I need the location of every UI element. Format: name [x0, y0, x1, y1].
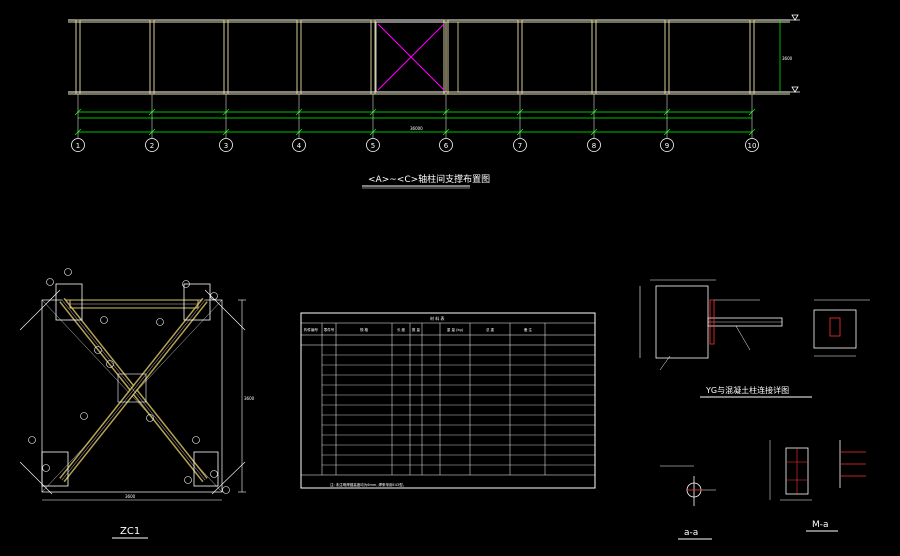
embed-title: M-a	[812, 520, 829, 530]
part-callout	[106, 360, 114, 368]
table-header: 重 量 (kg)	[447, 327, 464, 332]
part-callout	[42, 464, 50, 472]
column	[223, 19, 229, 95]
axis-label: 1	[76, 142, 80, 150]
table-note: 注: 未注明焊缝高度均为6mm, 焊条采用E43型。	[330, 482, 406, 487]
bracing-diagonal	[377, 23, 445, 91]
table-header: 构件编号	[304, 327, 318, 332]
column	[370, 19, 376, 95]
column	[517, 19, 523, 95]
material-table: 材 料 表 构件编号 零件号 规 格 长 度 数 量 重 量 (kg) 总 重 备 注 注: …	[300, 312, 596, 489]
axis-label: 8	[592, 142, 596, 150]
part-callout	[210, 470, 218, 478]
column	[75, 19, 81, 95]
part-callout	[156, 318, 164, 326]
part-callout	[182, 280, 190, 288]
axis-label: 4	[297, 142, 302, 150]
section-a-a: a-a	[660, 465, 716, 540]
zc1-detail: 3600 3600 ZC1	[19, 268, 255, 539]
yg-title: YG与混凝土柱连接详图	[705, 385, 789, 395]
table-header: 数 量	[412, 327, 421, 332]
svg-text:3600: 3600	[125, 494, 136, 499]
axis-label: 7	[518, 142, 522, 150]
axis-bubble	[145, 138, 159, 152]
axis-bubble	[366, 138, 380, 152]
zc1-title: ZC1	[120, 526, 140, 537]
svg-text:36000: 36000	[410, 126, 423, 131]
axis-bubbles: 1 2 3 4 5 6 7 8 9 10	[71, 94, 759, 152]
dimension-ticks	[74, 108, 756, 136]
part-callout	[192, 436, 200, 444]
column-group	[75, 19, 755, 95]
column	[591, 19, 597, 95]
axis-bubble	[71, 138, 85, 152]
axis-label: 3	[224, 142, 228, 150]
column	[664, 19, 670, 95]
table-title: 材 料 表	[430, 315, 445, 321]
elevation-title: <A>~<C>轴柱间支撑布置图	[368, 173, 490, 185]
axis-bubble	[292, 138, 306, 152]
part-callouts	[28, 268, 230, 494]
axis-label: 9	[665, 142, 669, 150]
axis-bubble	[219, 138, 233, 152]
column	[149, 19, 155, 95]
axis-label: 6	[444, 142, 449, 150]
table-header: 总 重	[486, 327, 495, 332]
axis-label: 2	[150, 142, 154, 150]
svg-text:3600: 3600	[244, 396, 255, 401]
column	[296, 19, 302, 95]
axis-bubble	[513, 138, 527, 152]
part-callout	[210, 292, 218, 300]
part-callout	[28, 436, 36, 444]
axis-bubble	[660, 138, 674, 152]
table-header: 备 注	[524, 327, 533, 332]
axis-bubble	[587, 138, 601, 152]
part-callout	[80, 412, 88, 420]
part-callout	[100, 316, 108, 324]
part-callout	[222, 486, 230, 494]
table-header: 长 度	[397, 327, 406, 332]
bracing-elevation: 3600 36000 1 2 3 4 5 6 7 8 9 10 <A>~<C>轴柱间支撑布置图	[68, 14, 800, 189]
section-title: a-a	[684, 528, 698, 538]
part-callout	[184, 476, 192, 484]
part-callout	[146, 414, 154, 422]
yg-connection-detail: YG与混凝土柱连接详图	[639, 279, 870, 398]
part-callout	[46, 278, 54, 286]
axis-bubble	[745, 138, 759, 152]
embed-plate-detail: M-a	[769, 440, 866, 532]
table-header: 规 格	[360, 327, 369, 332]
axis-bubble	[439, 138, 453, 152]
table-headers: 构件编号 零件号 规 格 长 度 数 量 重 量 (kg) 总 重 备 注	[304, 327, 533, 332]
column	[749, 19, 755, 95]
part-callout	[64, 268, 72, 276]
table-header: 零件号	[324, 327, 335, 332]
svg-text:3600: 3600	[782, 56, 793, 61]
axis-label: 5	[371, 142, 375, 150]
part-callout	[94, 346, 102, 354]
axis-label: 10	[748, 142, 757, 150]
